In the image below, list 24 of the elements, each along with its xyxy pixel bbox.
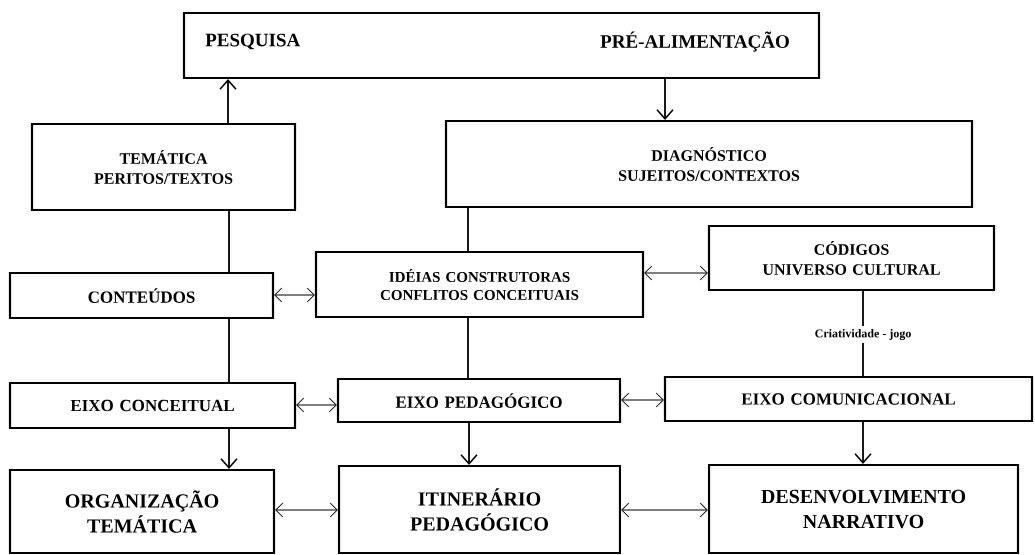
process-box: ORGANIZAÇÃO TEMÁTICA [8, 468, 276, 555]
process-box: CONTEÚDOS [8, 271, 275, 320]
arrow [460, 422, 478, 465]
arrow [644, 265, 708, 281]
process-box: EIXO CONCEITUAL [8, 381, 297, 430]
process-box: TEMÁTICA PERITOS/TEXTOS [30, 122, 297, 212]
process-box: DESENVOLVIMENTO NARRATIVO [707, 463, 1020, 555]
process-box: EIXO PEDAGÓGICO [336, 377, 622, 424]
arrow [275, 502, 338, 518]
arrow [219, 79, 237, 124]
process-box: CÓDIGOS UNIVERSO CULTURAL [707, 224, 996, 292]
edge-label: Criatividade - jogo [811, 326, 915, 343]
arrow [274, 287, 315, 303]
process-box: IDÉIAS CONSTRUTORAS CONFLITOS CONCEITUAIS [314, 250, 645, 319]
arrow [296, 397, 337, 413]
arrow [854, 421, 872, 464]
process-box: ITINERÁRIO PEDAGÓGICO [337, 464, 622, 555]
arrow [656, 78, 674, 120]
arrow [621, 502, 708, 518]
arrow [220, 428, 238, 469]
arrow [621, 392, 664, 408]
process-box: PESQUISA PRÉ-ALIMENTAÇÃO [182, 11, 821, 80]
process-box: EIXO COMUNICACIONAL [663, 375, 1034, 423]
process-box: DIAGNÓSTICO SUJEITOS/CONTEXTOS [444, 119, 974, 209]
